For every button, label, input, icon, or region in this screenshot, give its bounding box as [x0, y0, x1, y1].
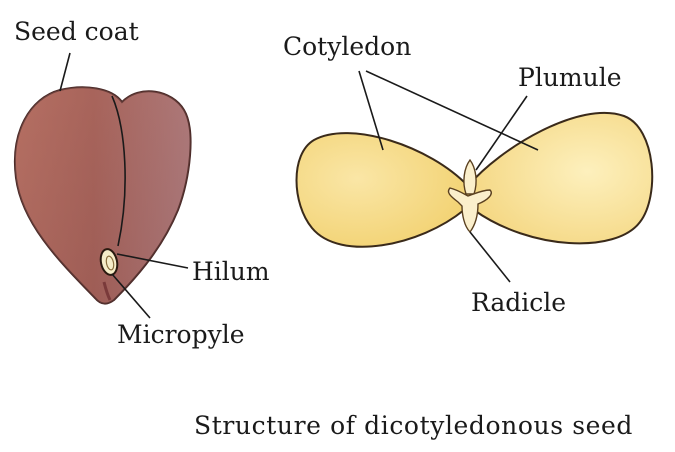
label-micropyle: Micropyle [117, 320, 245, 349]
label-plumule: Plumule [518, 63, 622, 92]
leader-cotyledon-right [365, 70, 539, 151]
leader-radicle [469, 231, 511, 283]
leader-micropyle [111, 273, 151, 319]
seed-coat-shading [14, 87, 191, 304]
cotyledon-left [295, 132, 471, 248]
seed-groove [111, 95, 126, 247]
leader-hilum [116, 253, 189, 269]
plumule [463, 158, 477, 195]
hilum-inner [105, 255, 115, 271]
embryo-axis [447, 187, 492, 234]
opened-seed [295, 111, 654, 248]
label-seed-coat: Seed coat [14, 17, 139, 46]
leader-seed-coat [59, 52, 71, 92]
label-cotyledon: Cotyledon [283, 32, 411, 61]
label-hilum: Hilum [192, 257, 270, 286]
cotyledon-right [465, 111, 654, 245]
whole-seed [13, 86, 192, 305]
figure-caption: Structure of dicotyledonous seed [194, 411, 633, 440]
leader-cotyledon-left [358, 70, 384, 151]
micropyle-streak [102, 281, 112, 301]
label-radicle: Radicle [471, 288, 566, 317]
leader-plumule [475, 95, 528, 171]
